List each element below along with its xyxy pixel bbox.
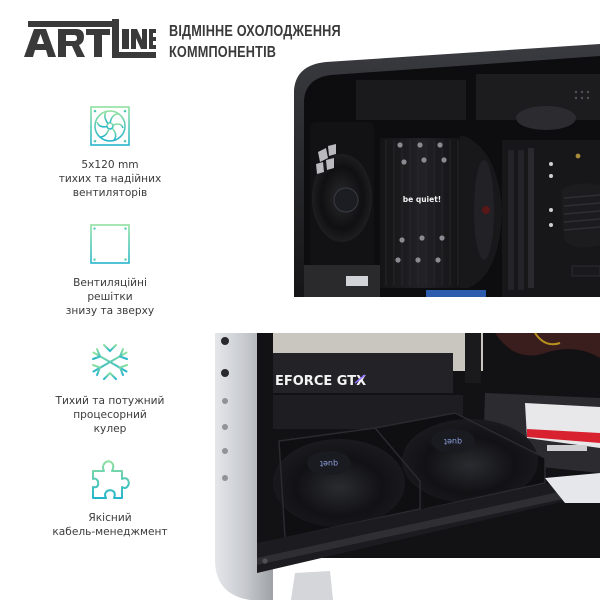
artline-logo <box>24 17 156 61</box>
caption-line: знизу та зверху <box>65 305 155 317</box>
photo-cpu-cooler: be quiet! <box>276 40 600 297</box>
puzzle-icon <box>92 460 130 499</box>
feature-caption: Тихий та потужний процесорний кулер <box>30 394 190 436</box>
fan-label-1: quet <box>320 459 338 468</box>
feature-caption: 5x120 mm тихих та надійних вентиляторів <box>30 158 190 200</box>
caption-line: кулер <box>93 423 127 435</box>
caption-line: Тихий та потужний <box>55 395 165 407</box>
headline-line-2: КОММПОНЕНТІВ <box>169 44 277 61</box>
snowflake-icon <box>92 342 128 382</box>
caption-line: процесорний <box>73 409 147 421</box>
caption-line: решітки <box>87 291 133 303</box>
artline-logo-graphic <box>24 19 156 58</box>
caption-line: тихих та надійних <box>58 173 162 185</box>
headline-line-1: ВІДМІННЕ ОХОЛОДЖЕННЯ <box>169 23 341 40</box>
feature-caption: Вентиляційні решітки знизу та зверху <box>30 276 190 318</box>
cooler-brand-label: be quiet! <box>403 195 441 204</box>
vent-grille-icon <box>90 224 130 264</box>
caption-line: кабель-менеджмент <box>52 526 168 538</box>
gpu-label: EFORCE GTX <box>275 374 366 389</box>
feature-caption: Якісний кабель-менеджмент <box>30 511 190 539</box>
bottom-fans-photo: EFORCE GTX quet quet <box>215 333 600 600</box>
fan-label-2: quet <box>444 437 462 446</box>
caption-line: 5x120 mm <box>81 159 139 171</box>
caption-line: Вентиляційні <box>73 277 147 289</box>
caption-line: Якісний <box>88 512 132 524</box>
feature-fans: 5x120 mm тихих та надійних вентиляторів <box>30 104 190 200</box>
caption-line: вентиляторів <box>72 187 148 199</box>
page-headline: ВІДМІННЕ ОХОЛОДЖЕННЯ КОММПОНЕНТІВ <box>169 21 341 63</box>
fan-icon <box>90 106 130 146</box>
cpu-cooler-photo: be quiet! <box>294 44 600 297</box>
feature-vent-grilles: Вентиляційні решітки знизу та зверху <box>30 222 190 318</box>
feature-cable-management: Якісний кабель-менеджмент <box>30 457 190 539</box>
feature-cpu-cooler: Тихий та потужний процесорний кулер <box>30 340 190 436</box>
photo-bottom-fans: EFORCE GTX quet quet <box>215 333 600 600</box>
